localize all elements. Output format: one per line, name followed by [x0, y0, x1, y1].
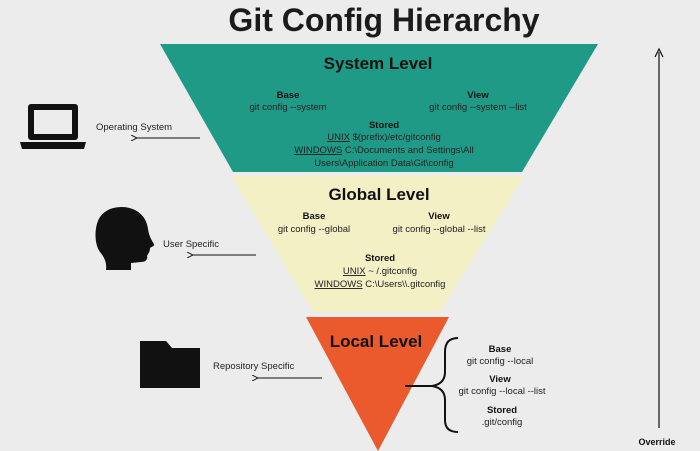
override-label: Override — [638, 437, 675, 447]
global-unix-path: ~ /.gitconfig — [366, 266, 418, 277]
system-base-command: git config --system — [249, 102, 326, 113]
system-stored-heading: Stored — [369, 120, 399, 131]
global-level-band — [231, 176, 524, 312]
global-windows-path: C:\Users\\.gitconfig — [363, 279, 446, 290]
system-windows-label: WINDOWS — [294, 145, 342, 156]
system-unix-path: $(prefix)/etc/gitconfig — [350, 132, 441, 143]
system-level-band — [160, 44, 598, 172]
system-level-title: System Level — [324, 54, 433, 73]
global-unix-line: UNIX ~ /.gitconfig — [343, 266, 417, 277]
global-base-heading: Base — [303, 211, 326, 222]
local-level-title: Local Level — [330, 332, 423, 351]
diagram-title: Git Config Hierarchy — [228, 2, 539, 38]
global-base-command: git config --global — [278, 224, 350, 235]
local-stored-heading: Stored — [487, 405, 517, 416]
local-base-heading: Base — [489, 344, 512, 355]
local-view-heading: View — [489, 374, 511, 385]
system-windows-path: C:\Documents and Settings\All — [342, 145, 473, 156]
local-base-command: git config --local — [467, 356, 534, 367]
system-base-heading: Base — [277, 90, 300, 101]
override-arrow — [654, 47, 664, 428]
system-unix-line: UNIX $(prefix)/etc/gitconfig — [327, 132, 441, 143]
global-windows-label: WINDOWS — [315, 279, 363, 290]
local-view-command: git config --local --list — [458, 386, 545, 397]
global-view-command: git config --global --list — [393, 224, 486, 235]
global-view-heading: View — [428, 211, 450, 222]
system-view-command: git config --system --list — [429, 102, 527, 113]
system-unix-label: UNIX — [327, 132, 350, 143]
repository-specific-label: Repository Specific — [213, 361, 295, 372]
local-stored-path: .git/config — [482, 417, 523, 428]
folder-icon — [140, 341, 200, 388]
local-level-brace — [405, 337, 459, 433]
global-unix-label: UNIX — [343, 266, 366, 277]
global-stored-heading: Stored — [365, 253, 395, 264]
laptop-icon — [20, 104, 86, 149]
user-specific-label: User Specific — [163, 239, 219, 250]
global-windows-line: WINDOWS C:\Users\\.gitconfig — [315, 279, 446, 290]
system-windows-path-cont: Users\Application Data\Git\config — [314, 158, 453, 169]
local-level-band — [306, 317, 449, 451]
system-view-heading: View — [467, 90, 489, 101]
operating-system-label: Operating System — [96, 122, 172, 133]
head-icon — [95, 207, 155, 270]
global-level-title: Global Level — [328, 185, 429, 204]
system-windows-line: WINDOWS C:\Documents and Settings\All — [294, 145, 474, 156]
